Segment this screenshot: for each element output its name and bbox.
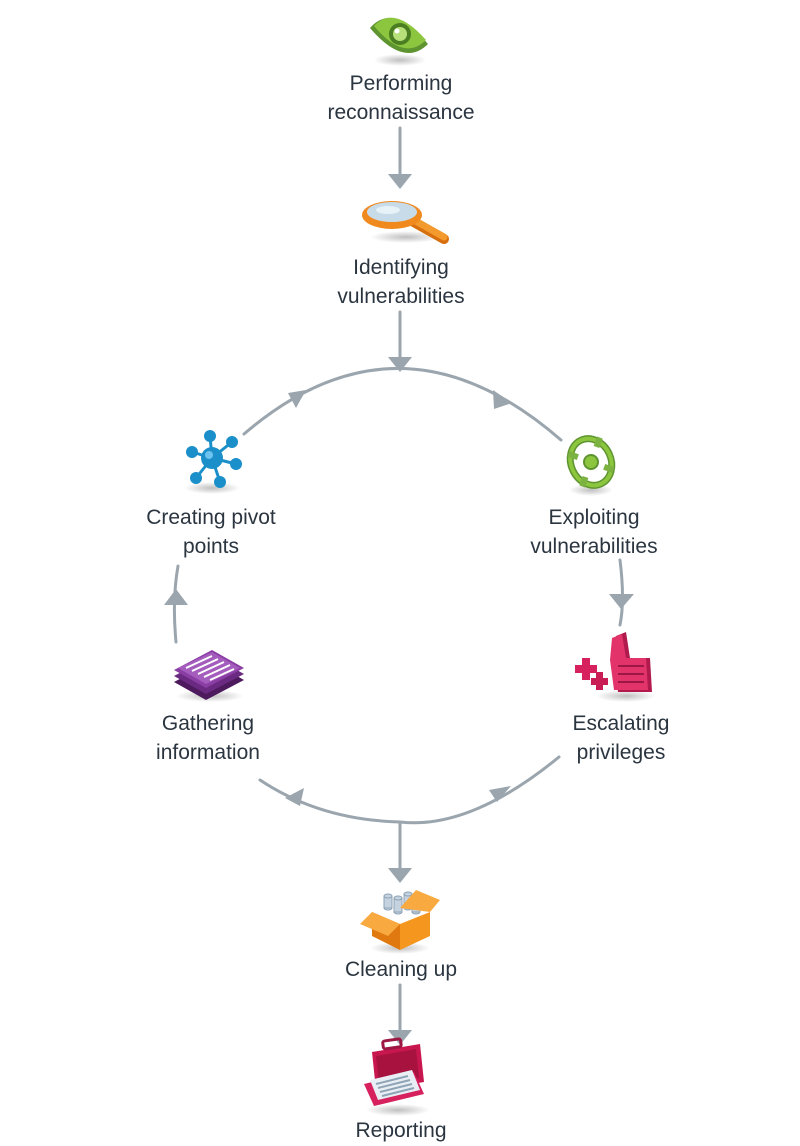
arrowhead-cycle-left: [164, 589, 188, 605]
label-cleaning-up: Cleaning up: [344, 958, 458, 981]
arrowhead-cycle-top-right: [493, 390, 512, 409]
target-icon: [566, 435, 616, 496]
cycle-arc-bottom-right: [398, 755, 561, 825]
magnifying-glass-icon: [362, 201, 449, 244]
arrowhead-cycle-right: [609, 594, 634, 609]
arrowhead-down-1: [388, 174, 412, 189]
arrowhead-cycle-top-left: [288, 390, 306, 408]
thumbs-up-plus-icon: [575, 632, 656, 702]
arrowhead-down-4: [388, 1030, 412, 1045]
arrowhead-cycle-bottom-left: [285, 788, 304, 806]
arrowhead-down-2: [388, 357, 412, 372]
label-creating-pivot-points: Creating pivot points: [146, 506, 276, 558]
label-gathering-information: Gathering information: [156, 712, 260, 764]
eye-icon: [370, 17, 428, 66]
document-stack-icon: [174, 650, 244, 702]
label-escalating-privileges: Escalating privileges: [572, 712, 670, 764]
arrowhead-down-3: [388, 868, 412, 883]
label-performing-reconnaissance: Performing reconnaissance: [327, 72, 475, 124]
cycle-arc-right: [618, 558, 624, 627]
open-box-icon: [360, 890, 440, 954]
arrowhead-cycle-bottom-right: [489, 786, 511, 802]
network-nodes-icon: [184, 430, 242, 494]
arrowheads: [164, 174, 634, 1045]
label-exploiting-vulnerabilities: Exploiting vulnerabilities: [530, 506, 658, 558]
briefcase-report-icon: [364, 1037, 430, 1116]
label-identifying-vulnerabilities: Identifying vulnerabilities: [337, 256, 465, 308]
label-reporting: Reporting: [355, 1119, 447, 1142]
cycle-arc-bottom-left: [258, 778, 402, 824]
cycle-arc-top-right: [242, 367, 563, 442]
